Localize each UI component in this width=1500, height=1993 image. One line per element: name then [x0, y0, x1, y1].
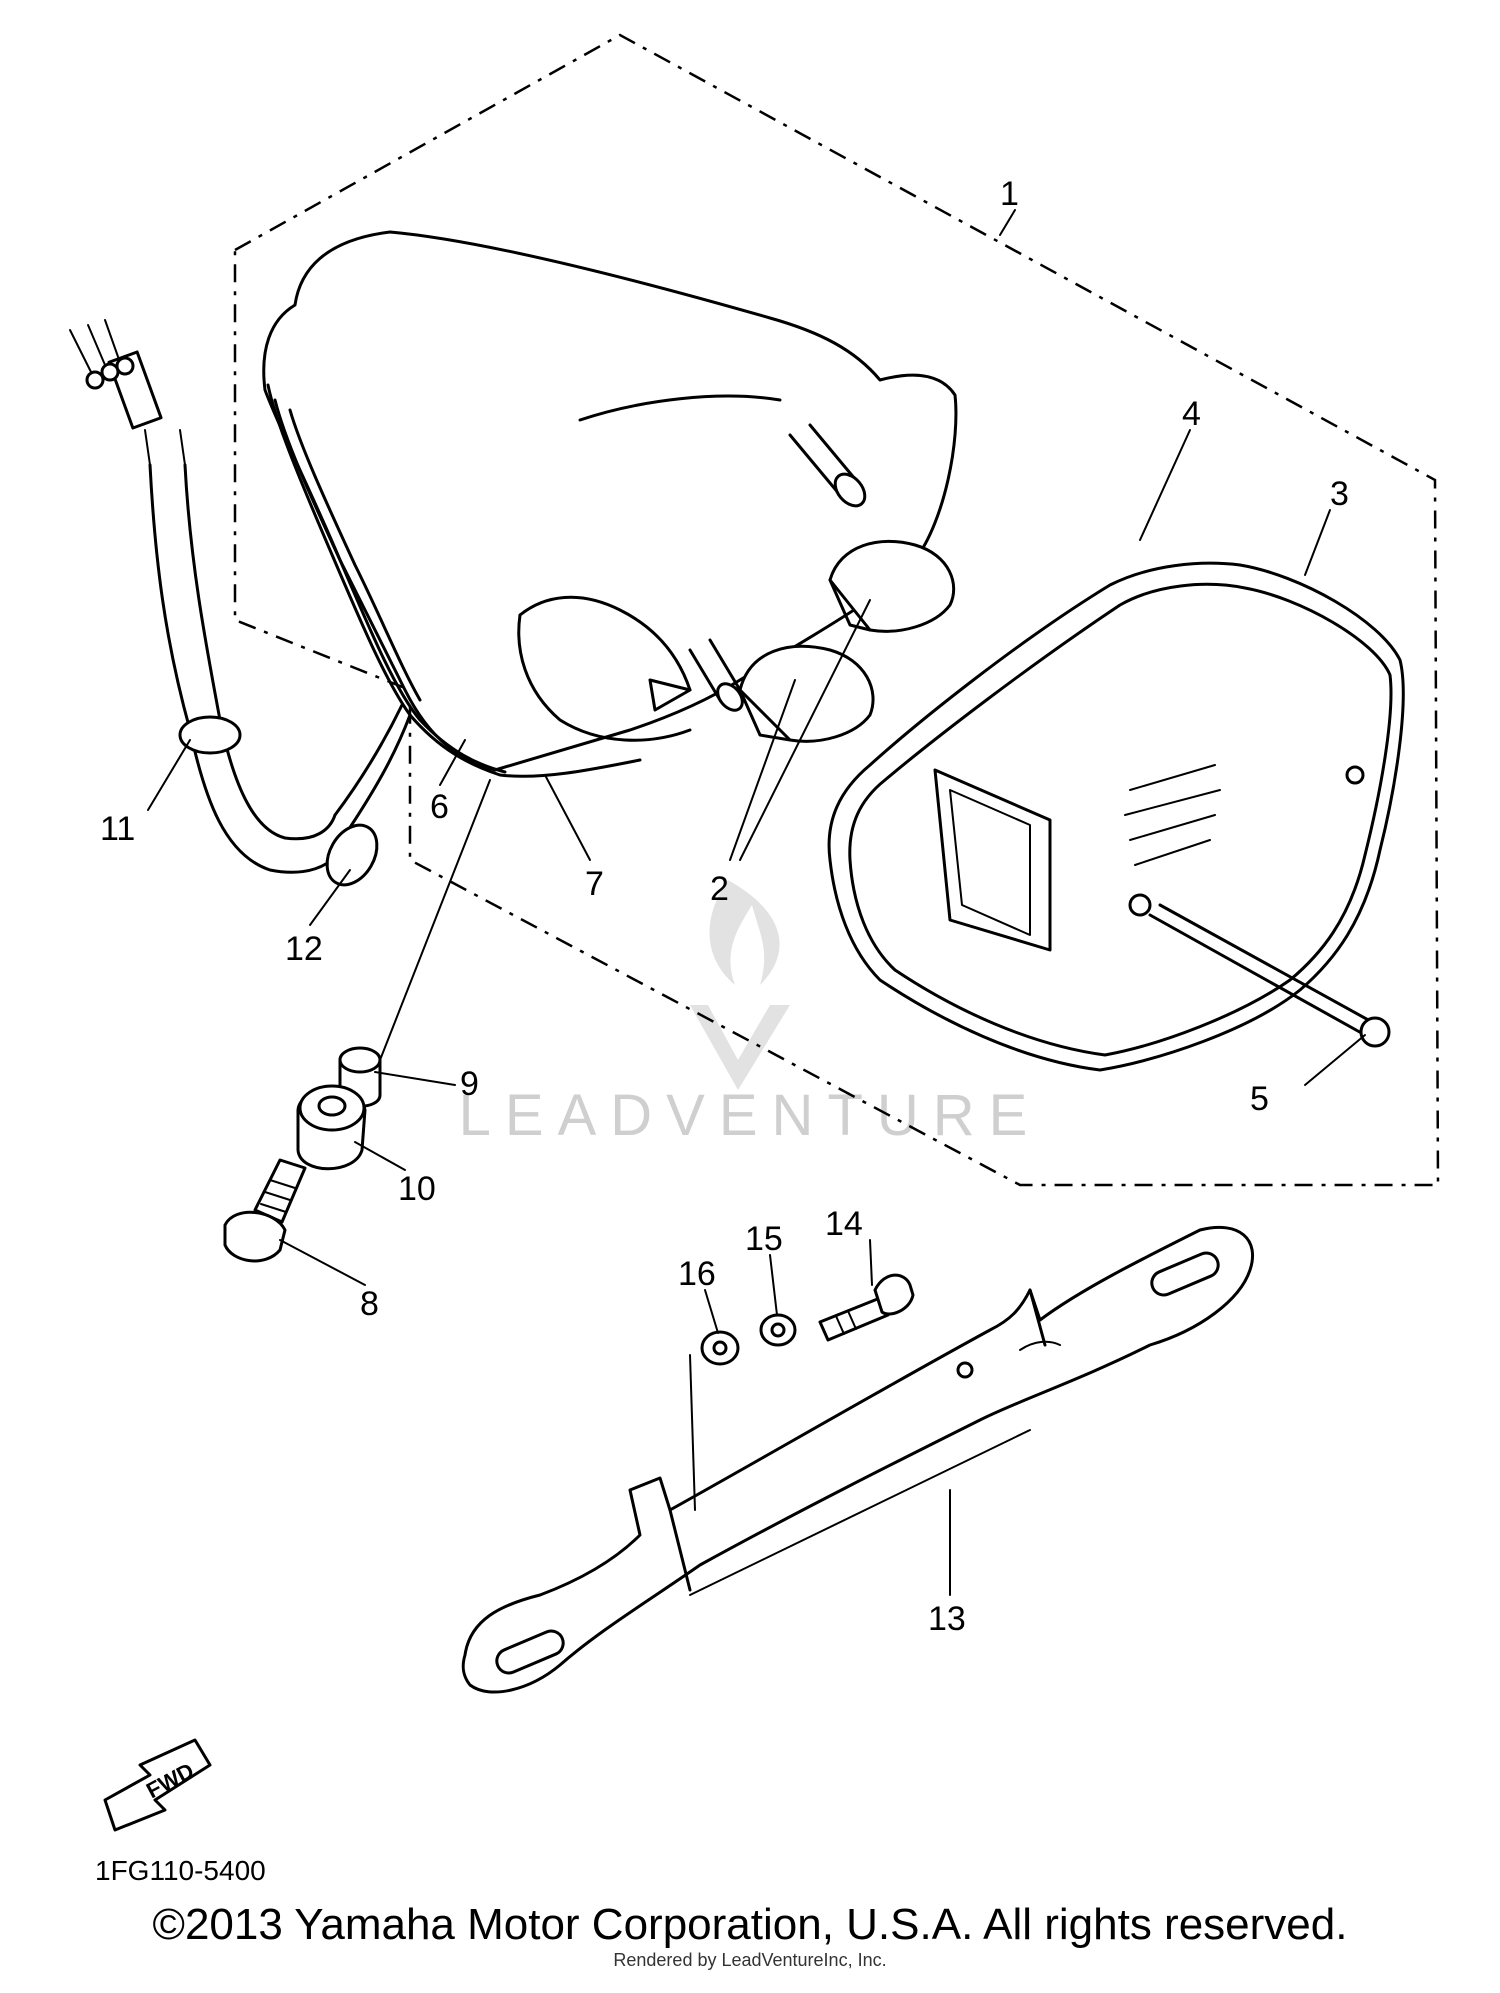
- watermark: LEADVENTURE: [459, 880, 1042, 1148]
- callout-11: 11: [100, 810, 135, 848]
- taillight-housing: [262, 230, 958, 778]
- bolt-14: [818, 1273, 915, 1342]
- callout-8: 8: [360, 1285, 379, 1323]
- callout-16: 16: [678, 1255, 716, 1293]
- callout-6: 6: [430, 788, 449, 826]
- nut-16: [700, 1330, 740, 1366]
- callout-4: 4: [1182, 395, 1201, 433]
- leader-lines: [147, 209, 1366, 1596]
- callout-2: 2: [710, 870, 729, 908]
- callout-12: 12: [285, 930, 323, 968]
- diagram-code: 1FG110-5400: [95, 1855, 266, 1886]
- grommet-large: [296, 1084, 367, 1171]
- callout-14: 14: [825, 1205, 863, 1243]
- callout-10: 10: [398, 1170, 436, 1208]
- callout-3: 3: [1330, 475, 1349, 513]
- rendered-by-note: Rendered by LeadVentureInc, Inc.: [613, 1950, 887, 1970]
- lens-screw: [1148, 903, 1391, 1048]
- taillight-lens: [848, 582, 1393, 1057]
- wire-harness: [69, 319, 412, 887]
- watermark-text: LEADVENTURE: [459, 1083, 1042, 1148]
- mounting-bolt: [223, 1158, 307, 1263]
- washer-15: [759, 1313, 797, 1347]
- callout-1: 1: [1000, 175, 1019, 213]
- callout-5: 5: [1250, 1080, 1269, 1118]
- callout-7: 7: [585, 865, 604, 903]
- license-bracket: [461, 1225, 1255, 1694]
- fwd-arrow-icon: FWD: [103, 1738, 212, 1832]
- callout-13: 13: [928, 1600, 966, 1638]
- bulbs: [738, 539, 956, 743]
- assembly-boundary: [233, 33, 1440, 1187]
- callout-15: 15: [745, 1220, 783, 1258]
- copyright-notice: ©2013 Yamaha Motor Corporation, U.S.A. A…: [152, 1900, 1348, 1949]
- callout-9: 9: [460, 1065, 479, 1103]
